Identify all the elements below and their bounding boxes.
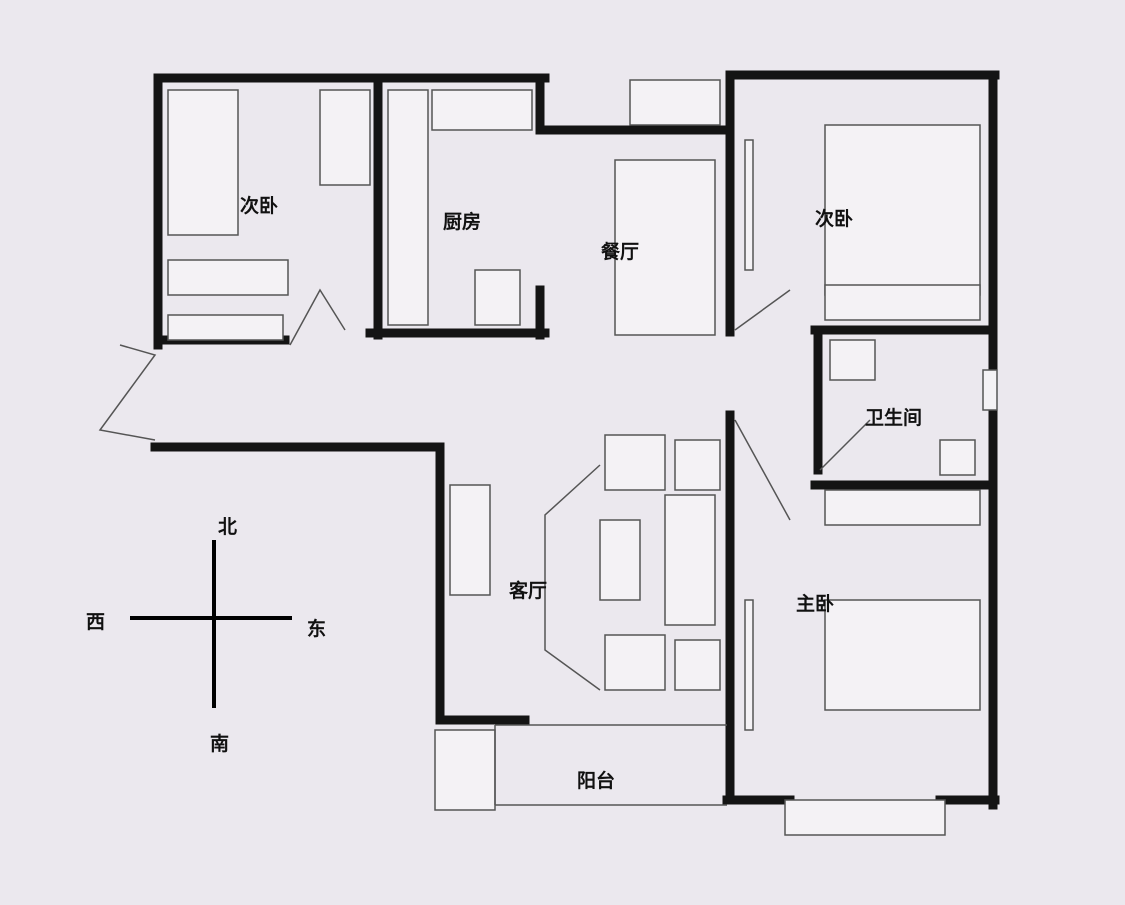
compass-east: 东 (307, 617, 326, 640)
label-bathroom: 卫生间 (865, 406, 922, 429)
label-balcony: 阳台 (577, 769, 615, 792)
compass-north: 北 (218, 516, 237, 538)
compass-west: 西 (86, 611, 105, 633)
label-kitchen: 厨房 (443, 210, 481, 233)
label-master-bedroom: 主卧 (796, 593, 834, 615)
windows-and-details (98, 79, 998, 836)
compass: 北 南 东 西 (86, 516, 326, 755)
room-labels: 次卧 厨房 餐厅 次卧 卫生间 客厅 主卧 阳台 (240, 194, 922, 792)
compass-south: 南 (210, 733, 229, 755)
label-living-room: 客厅 (509, 579, 547, 602)
label-bedroom-ne: 次卧 (815, 207, 853, 230)
label-bedroom-nw: 次卧 (240, 194, 278, 217)
furniture (167, 89, 981, 731)
label-dining: 餐厅 (601, 240, 639, 263)
